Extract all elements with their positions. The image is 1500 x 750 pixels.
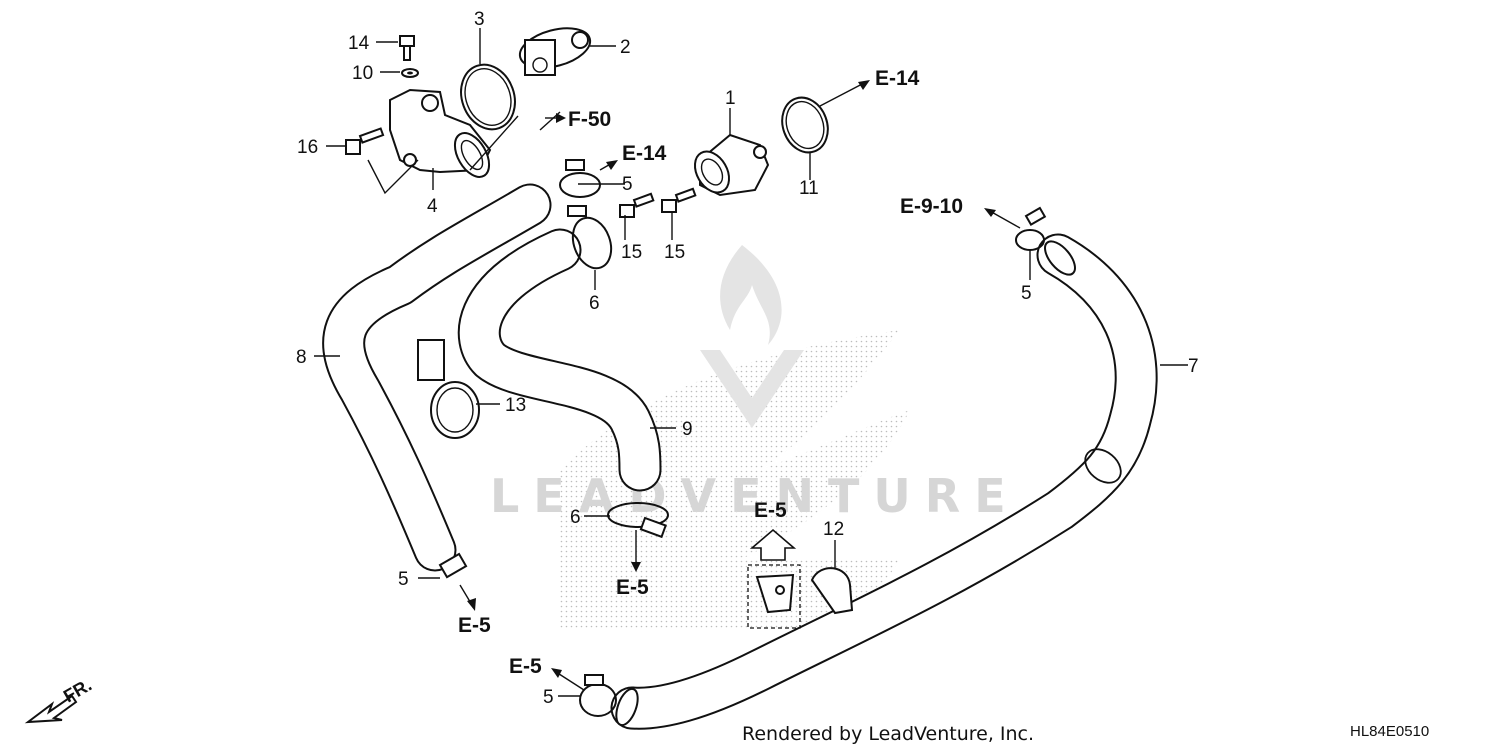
thermostat xyxy=(518,27,592,76)
part-label-3: 3 xyxy=(474,9,485,30)
part-label-4: 4 xyxy=(427,196,438,217)
bolt-14 xyxy=(399,35,415,61)
reference-link-e5-center[interactable]: E-5 xyxy=(616,576,649,599)
part-label-6-upper: 6 xyxy=(589,293,600,314)
front-arrow-icon xyxy=(24,694,78,724)
part-labels: 14 10 16 4 3 2 1 11 5 15 15 6 5 7 8 13 9… xyxy=(296,9,1199,708)
part-label-2: 2 xyxy=(620,37,631,58)
bracket-icon xyxy=(755,573,795,614)
flame-icon xyxy=(720,245,782,345)
reference-link-e14-mid[interactable]: E-14 xyxy=(622,142,667,165)
hose-clamp-5c xyxy=(438,552,468,579)
water-outlet-housing xyxy=(389,88,492,178)
part-label-10: 10 xyxy=(352,63,373,84)
watermark: LEADVENTURE xyxy=(490,245,1020,630)
up-arrow-icon xyxy=(749,528,797,561)
reference-link-f50[interactable]: F-50 xyxy=(568,108,611,131)
reference-link-e5-bottom[interactable]: E-5 xyxy=(509,655,542,678)
part-label-6-lower: 6 xyxy=(570,507,581,528)
hose-9 xyxy=(457,228,662,492)
hose-clamp-6b xyxy=(607,502,669,539)
hose-clamp-6a xyxy=(567,205,613,270)
rendered-by-credit: Rendered by LeadVenture, Inc. xyxy=(742,723,1034,745)
hose-8 xyxy=(322,183,552,572)
part-label-15-left: 15 xyxy=(621,242,642,263)
part-label-14: 14 xyxy=(348,33,370,54)
reference-link-e5-upper[interactable]: E-5 xyxy=(754,499,787,522)
reference-arrows xyxy=(459,80,1021,691)
part-label-1: 1 xyxy=(725,88,736,109)
bolt-16 xyxy=(345,127,385,155)
watermark-text: LEADVENTURE xyxy=(490,469,1020,523)
reference-link-e14-top[interactable]: E-14 xyxy=(875,67,920,90)
part-label-12: 12 xyxy=(823,519,844,540)
part-label-8: 8 xyxy=(296,347,307,368)
part-label-16: 16 xyxy=(297,137,318,158)
hose-clamp-13 xyxy=(417,339,480,439)
part-label-5-upper: 5 xyxy=(622,174,633,195)
part-label-11: 11 xyxy=(799,178,819,199)
bolt-15a xyxy=(619,192,655,218)
water-fitting-1 xyxy=(693,133,770,197)
part-label-13: 13 xyxy=(505,395,526,416)
reference-link-e5-left[interactable]: E-5 xyxy=(458,614,491,637)
reference-link-e9-10[interactable]: E-9-10 xyxy=(900,195,963,218)
watermark-wing-shape xyxy=(557,330,910,630)
reference-dashed-box xyxy=(747,564,801,629)
o-ring-11 xyxy=(781,96,829,154)
leader-lines xyxy=(314,28,1188,697)
bolt-15b xyxy=(661,187,697,213)
part-label-5-bottom: 5 xyxy=(543,687,554,708)
part-label-5-right: 5 xyxy=(1021,283,1032,304)
reference-labels[interactable]: E-14 E-14 F-50 E-9-10 E-5 E-5 E-5 E-5 xyxy=(458,67,963,678)
o-ring-3 xyxy=(460,63,516,131)
part-label-9: 9 xyxy=(682,419,693,440)
chevron-logo-icon xyxy=(700,350,804,428)
part-label-7: 7 xyxy=(1188,356,1199,377)
part-label-15-right: 15 xyxy=(664,242,685,263)
hose-clamp-5a xyxy=(559,159,601,198)
hose-7 xyxy=(610,233,1158,730)
bracket-12 xyxy=(810,567,854,615)
o-ring-3-inner xyxy=(464,68,512,126)
part-label-5-left: 5 xyxy=(398,569,409,590)
hose-clamp-5d xyxy=(579,674,617,717)
diagram-code: HL84E0510 xyxy=(1350,723,1429,740)
